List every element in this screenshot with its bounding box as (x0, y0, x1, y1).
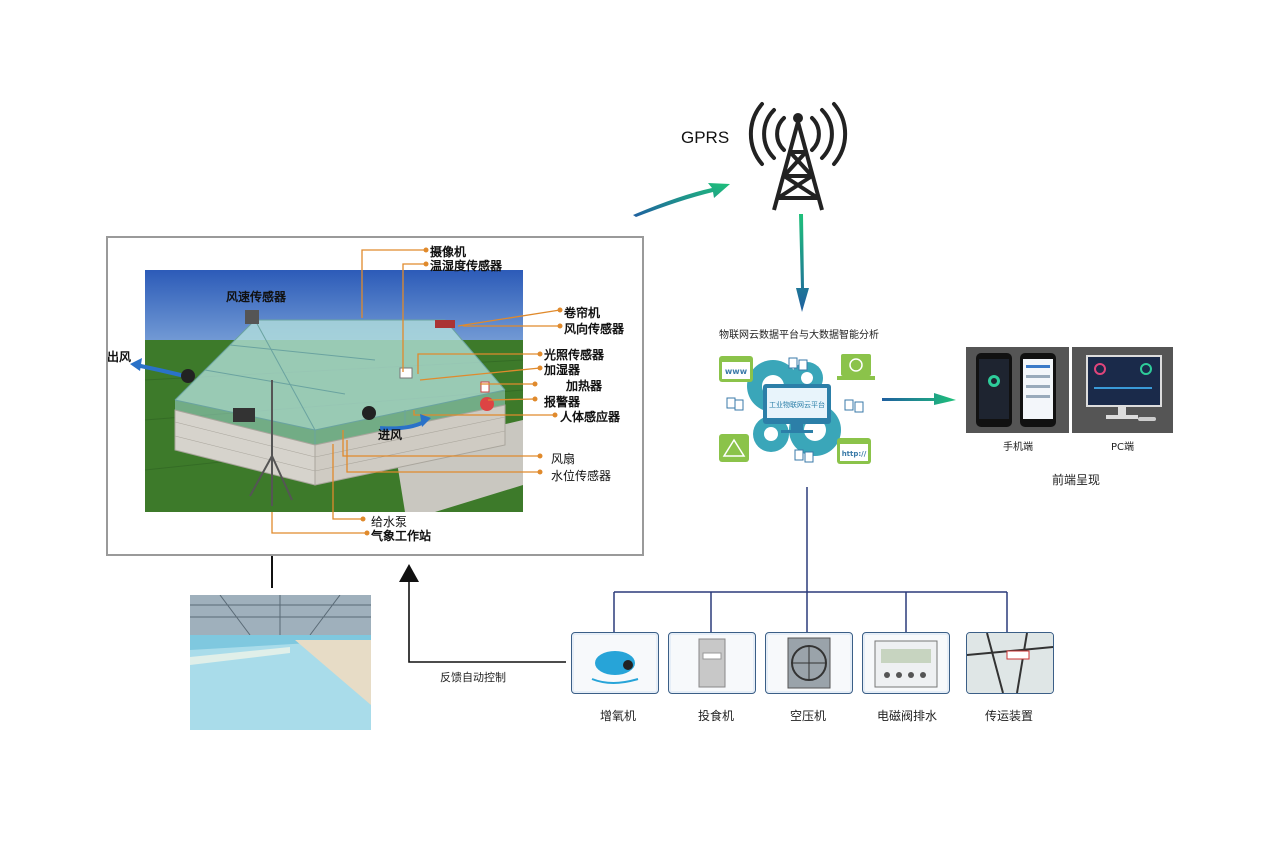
device-conveyor[interactable] (966, 632, 1054, 694)
label-light-sensor: 光照传感器 (544, 348, 605, 362)
label-water-pump: 给水泵 (371, 515, 408, 529)
phone-1 (976, 353, 1012, 427)
cloud-screen-label: 工业物联网云平台 (769, 400, 825, 409)
antenna-tower-icon (748, 102, 848, 211)
label-temp-humidity-sensor: 温湿度传感器 (430, 259, 503, 273)
device-caption-air-compressor: 空压机 (789, 709, 826, 723)
device-solenoid-drain[interactable] (862, 632, 950, 694)
label-humidifier: 加湿器 (544, 363, 581, 377)
pc-label: PC端 (1111, 442, 1135, 453)
label-outlet: 出风 (107, 350, 132, 364)
label-heater: 加热器 (566, 379, 603, 393)
label-wind-speed-sensor: 风速传感器 (226, 290, 287, 304)
label-roller: 卷帘机 (564, 306, 601, 320)
arrow-to-frontend (882, 393, 956, 405)
feedback-label: 反馈自动控制 (440, 671, 506, 684)
device-caption-solenoid-drain: 电磁阀排水 (876, 709, 937, 723)
mobile-label: 手机端 (1003, 442, 1033, 453)
label-camera: 摄像机 (430, 245, 467, 259)
feedback-arrow (408, 580, 566, 663)
label-weather-station: 气象工作站 (371, 529, 432, 543)
gprs-label: GPRS (681, 128, 730, 147)
label-inlet: 进风 (378, 428, 403, 442)
label-body-sensor: 人体感应器 (560, 410, 621, 424)
monitor-icon (1086, 355, 1162, 407)
frontend-caption: 前端呈现 (1052, 473, 1101, 487)
device-tree-lines (613, 487, 1008, 632)
device-caption-conveyor: 传运装置 (984, 709, 1033, 723)
cloud-platform-illustration: www 工业物联网云平台 http:// (719, 354, 875, 464)
label-wind-direction-sensor: 风向传感器 (564, 322, 625, 336)
fish-pool-photo (190, 595, 371, 730)
device-aerator[interactable] (571, 632, 659, 694)
arrow-to-cloud (796, 214, 809, 312)
pc-screen-panel (1072, 347, 1173, 433)
device-air-compressor[interactable] (765, 632, 853, 694)
arrow-to-tower (633, 183, 730, 217)
label-alarm: 报警器 (544, 395, 581, 409)
device-feeder[interactable] (668, 632, 756, 694)
label-water-level-sensor: 水位传感器 (551, 469, 612, 483)
phone-2 (1020, 353, 1056, 427)
cloud-title: 物联网云数据平台与大数据智能分析 (719, 330, 879, 341)
device-caption-feeder: 投食机 (697, 709, 734, 723)
mobile-screens-panel (966, 347, 1069, 433)
greenhouse-illustration (145, 270, 523, 512)
http-label: http:// (842, 450, 867, 458)
label-fan: 风扇 (551, 452, 576, 466)
device-caption-aerator: 增氧机 (599, 709, 636, 723)
www-label: www (725, 367, 748, 376)
